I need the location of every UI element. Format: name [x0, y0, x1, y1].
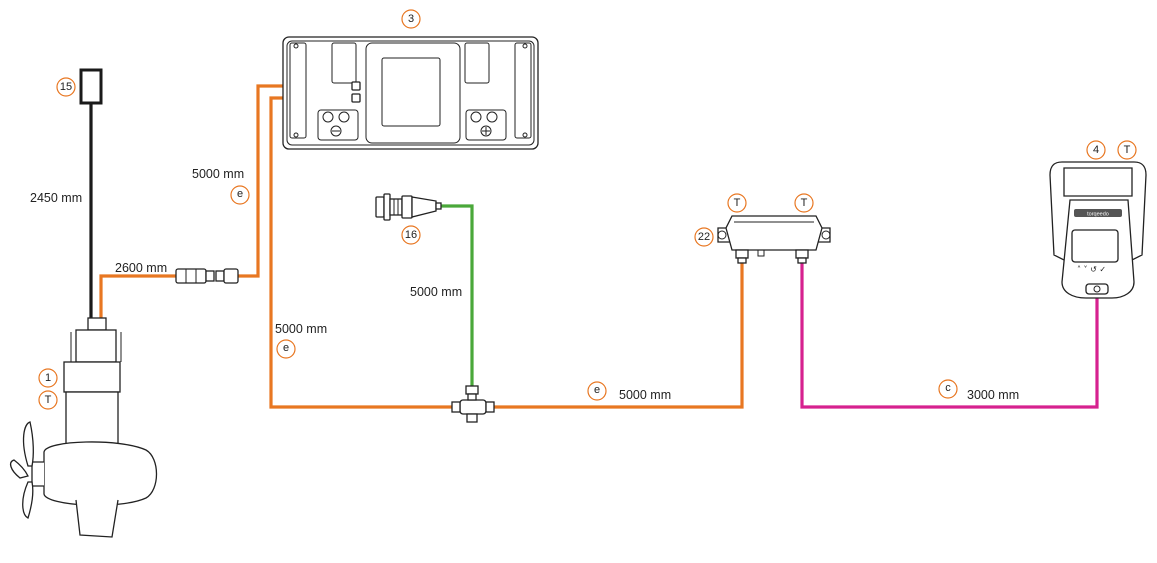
power-branch-length: 5000 mm	[410, 285, 462, 299]
display-cable	[800, 262, 1099, 409]
display-brand-label: torqeedo	[1087, 212, 1109, 218]
badge-display-t: T	[1117, 140, 1137, 160]
motor-extension-cable	[99, 274, 176, 318]
display-brand-bar	[1074, 209, 1122, 217]
badge-battery: 3	[401, 9, 421, 29]
svg-text:e: e	[237, 188, 243, 200]
badge-display: 4	[1086, 140, 1106, 160]
badge-cable-e-lower: e	[276, 339, 296, 359]
display-cable-length: 3000 mm	[967, 388, 1019, 402]
svg-text:e: e	[594, 384, 600, 396]
svg-text:22: 22	[698, 231, 710, 243]
battery-lower-length: 5000 mm	[275, 322, 327, 336]
svg-text:1: 1	[45, 372, 51, 384]
badge-power-connector: 16	[401, 225, 421, 245]
bus-to-gateway-cable	[486, 262, 744, 409]
gateway-module-icon	[717, 215, 831, 264]
badge-cable-c: c	[938, 379, 958, 399]
svg-text:˄ ˅ ↺ ✓: ˄ ˅ ↺ ✓	[1077, 265, 1106, 274]
badge-gateway-t-right: T	[794, 193, 814, 213]
sensor-cable-length: 2450 mm	[30, 191, 82, 205]
badge-cable-e-upper: e	[230, 185, 250, 205]
power-branch-cable	[440, 204, 474, 386]
battery-upper-length: 5000 mm	[192, 167, 244, 181]
svg-text:4: 4	[1093, 144, 1099, 156]
svg-text:T: T	[45, 394, 52, 406]
sensor-icon	[79, 68, 103, 105]
svg-text:16: 16	[405, 229, 417, 241]
svg-text:T: T	[1124, 144, 1131, 156]
svg-text:c: c	[945, 382, 951, 394]
badge-cable-e-bus: e	[587, 381, 607, 401]
power-connector-icon	[375, 193, 442, 221]
display-unit-icon: torqeedo ˄ ˅ ↺ ✓	[1049, 161, 1147, 299]
bus-to-gateway-length: 5000 mm	[619, 388, 671, 402]
outboard-motor-icon	[9, 317, 158, 538]
svg-text:T: T	[734, 197, 741, 209]
inline-connector-icon	[175, 268, 239, 284]
t-connector-icon	[451, 385, 495, 423]
battery-icon	[282, 36, 539, 150]
svg-text:e: e	[283, 342, 289, 354]
badge-motor-t: T	[38, 390, 58, 410]
motor-extension-length: 2600 mm	[115, 261, 167, 275]
svg-text:T: T	[801, 197, 808, 209]
svg-text:3: 3	[408, 13, 414, 25]
badge-gateway: 22	[694, 227, 714, 247]
badge-sensor: 15	[56, 77, 76, 97]
badge-gateway-t-left: T	[727, 193, 747, 213]
svg-text:15: 15	[60, 81, 72, 93]
badge-motor: 1	[38, 368, 58, 388]
